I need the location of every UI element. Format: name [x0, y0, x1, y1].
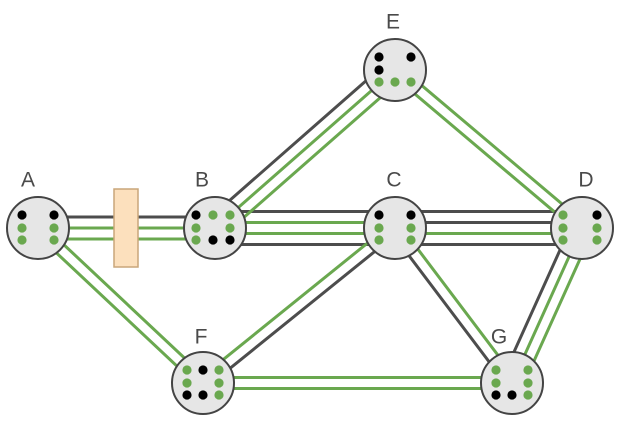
link-a-f-green-1 — [40, 222, 209, 381]
port-dot-green — [214, 390, 224, 400]
port-dot-dark — [491, 390, 501, 400]
node-e[interactable]: E — [363, 11, 427, 102]
port-dot-green — [406, 77, 416, 87]
port-dot-green — [592, 223, 602, 233]
link-b-e-green-2 — [213, 68, 397, 230]
link-f-c-dark-2 — [205, 230, 400, 389]
link-a-f-green-2 — [32, 230, 201, 389]
port-dot-green — [491, 378, 501, 388]
port-dot-dark — [198, 365, 208, 375]
port-dot-green — [17, 235, 27, 245]
port-dot-dark — [406, 52, 416, 62]
node-g[interactable]: G — [480, 326, 544, 415]
port-dot-dark — [17, 210, 27, 220]
port-dot-dark — [198, 390, 208, 400]
port-dot-green — [214, 378, 224, 388]
port-dot-green — [406, 223, 416, 233]
node-f-circle — [171, 351, 235, 415]
node-a-circle — [6, 196, 70, 260]
node-f-label: F — [195, 326, 208, 349]
port-dot-dark — [225, 235, 235, 245]
port-dot-green — [225, 223, 235, 233]
port-dot-dark — [182, 390, 192, 400]
port-dot-green — [374, 235, 384, 245]
port-dot-green — [214, 365, 224, 375]
port-dot-green — [191, 235, 201, 245]
port-dot-green — [225, 210, 235, 220]
node-b[interactable]: B — [183, 169, 247, 260]
port-dot-green — [491, 365, 501, 375]
device-layer — [113, 188, 139, 268]
port-dot-green — [208, 210, 218, 220]
port-dot-green — [523, 390, 533, 400]
port-dot-green — [558, 210, 568, 220]
port-dot-green — [523, 378, 533, 388]
node-g-circle — [480, 351, 544, 415]
port-dot-dark — [507, 390, 517, 400]
port-dot-green — [182, 365, 192, 375]
node-b-label: B — [195, 169, 209, 192]
port-dot-dark — [208, 235, 218, 245]
port-dot-green — [374, 77, 384, 87]
link-b-e-dark-1 — [206, 60, 390, 222]
port-dot-dark — [49, 210, 59, 220]
port-dot-green — [592, 235, 602, 245]
port-dot-green — [182, 378, 192, 388]
inline-device-a-b[interactable] — [113, 188, 139, 268]
port-dot-green — [17, 223, 27, 233]
node-layer: A B C D E F G — [6, 11, 614, 415]
port-dot-dark — [406, 210, 416, 220]
node-e-circle — [363, 38, 427, 102]
node-a-label: A — [21, 169, 35, 192]
port-dot-green — [406, 235, 416, 245]
link-e-d-green-1 — [397, 64, 587, 226]
port-dot-dark — [592, 210, 602, 220]
node-c-circle — [363, 196, 427, 260]
port-dot-dark — [374, 210, 384, 220]
port-dot-green — [390, 77, 400, 87]
link-b-e-green-3 — [220, 76, 404, 238]
port-dot-green — [191, 223, 201, 233]
port-dot-green — [558, 235, 568, 245]
port-dot-dark — [191, 210, 201, 220]
port-dot-green — [374, 223, 384, 233]
port-dot-green — [558, 223, 568, 233]
node-f[interactable]: F — [171, 326, 235, 415]
node-c-label: C — [386, 169, 401, 192]
link-f-c-green-1 — [198, 222, 393, 381]
link-c-g-dark-2 — [389, 229, 510, 388]
node-e-label: E — [386, 11, 400, 34]
port-dot-green — [523, 365, 533, 375]
node-d[interactable]: D — [550, 169, 614, 260]
link-c-g-green-1 — [397, 223, 518, 382]
node-c[interactable]: C — [363, 169, 427, 260]
link-e-d-green-2 — [390, 72, 580, 234]
port-dot-dark — [374, 52, 384, 62]
node-d-label: D — [578, 169, 593, 192]
node-a[interactable]: A — [6, 169, 70, 260]
node-g-label: G — [491, 326, 507, 349]
port-dot-dark — [374, 65, 384, 75]
port-dot-green — [49, 235, 59, 245]
port-dot-green — [49, 223, 59, 233]
